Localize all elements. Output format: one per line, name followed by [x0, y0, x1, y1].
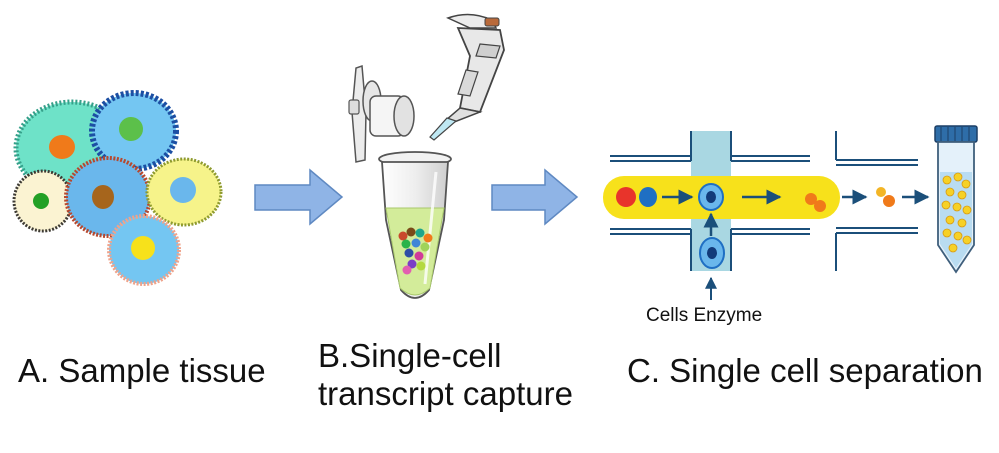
cell-cream-left [12, 169, 74, 233]
captured-cells [398, 227, 433, 275]
red-cell [616, 187, 636, 207]
open-tube-lid [348, 64, 415, 163]
caption-transcript-capture: B.Single-cell transcript capture [318, 337, 573, 413]
cell-entering-from-below [699, 237, 725, 269]
caption-a-line: A. Sample tissue [18, 352, 266, 389]
cells-enzyme-label: Cells Enzyme [646, 305, 763, 326]
blue-cell-left [639, 187, 657, 207]
pipette-icon [429, 13, 505, 141]
microfluidic-device [603, 131, 930, 300]
caption-b-line-2: transcript capture [318, 375, 573, 412]
cell-in-junction [698, 183, 724, 211]
caption-b-line-1: B.Single-cell [318, 337, 502, 374]
caption-single-cell-separation: C. Single cell separation [627, 352, 983, 390]
microcentrifuge-tube [378, 151, 452, 299]
collection-tube [934, 125, 978, 274]
orange-droplet-2 [814, 200, 826, 212]
caption-c-line: C. Single cell separation [627, 352, 983, 389]
block-arrow-b-to-c [491, 168, 579, 226]
output-droplet-orange [883, 195, 895, 207]
block-arrow-a-to-b [254, 168, 344, 226]
channel-walls [610, 131, 918, 271]
output-droplet-yellow [876, 187, 886, 197]
collected-cells [941, 172, 972, 253]
cell-blue-bottom [107, 214, 181, 286]
cell-yellow-right [145, 157, 223, 227]
cell-blue-top [89, 90, 179, 172]
orange-droplet-1 [805, 193, 817, 205]
sample-tissue-cells [12, 90, 223, 286]
caption-sample-tissue: A. Sample tissue [18, 352, 266, 390]
